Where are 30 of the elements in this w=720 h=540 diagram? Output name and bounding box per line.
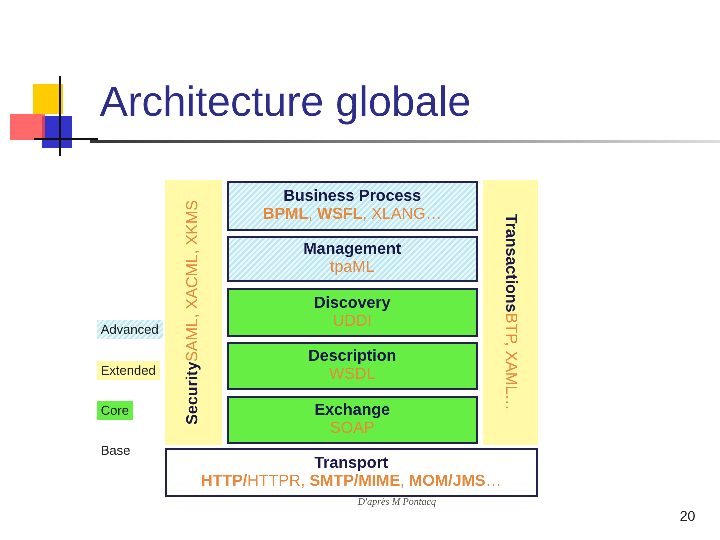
layer-title: Transport [314, 454, 388, 472]
layer-box [227, 181, 478, 231]
legend-swatch: Base [97, 441, 135, 460]
standards-list: BPML, WSFL, XLANG… [263, 206, 442, 224]
legend-swatch: Advanced [97, 320, 163, 339]
standards-list: UDDI [332, 312, 372, 330]
layer-column [165, 180, 222, 445]
layer-title: Business Process [284, 188, 422, 206]
standards-list: SOAP [330, 420, 375, 438]
page-number: 20 [680, 508, 696, 524]
layer-title: Management [304, 241, 402, 259]
layer-box [165, 448, 538, 497]
layer-box [227, 236, 478, 282]
legend-swatch: Extended [97, 361, 160, 380]
standards-list: HTTP/HTTPR, SMTP/MIME, MOM/JMS… [201, 472, 502, 490]
layer-box [227, 396, 478, 444]
standards-list: WSDL [329, 366, 376, 384]
layer-title: Exchange [314, 402, 390, 420]
slide-title: Architecture globale [100, 78, 472, 126]
standards-list: tpaML [330, 259, 375, 277]
layer-column [483, 180, 538, 445]
layer-title: Description [308, 348, 396, 366]
legend-swatch: Core [97, 401, 134, 420]
layer-title: Security [184, 362, 202, 425]
layer-box [227, 342, 478, 390]
layer-title: Discovery [314, 294, 391, 312]
layer-box [227, 288, 478, 337]
standards-list: SAML, XACML, XKMS [184, 200, 202, 362]
layer-title: Transactions [502, 214, 520, 314]
standards-list: BTP, XAML… [502, 313, 520, 411]
